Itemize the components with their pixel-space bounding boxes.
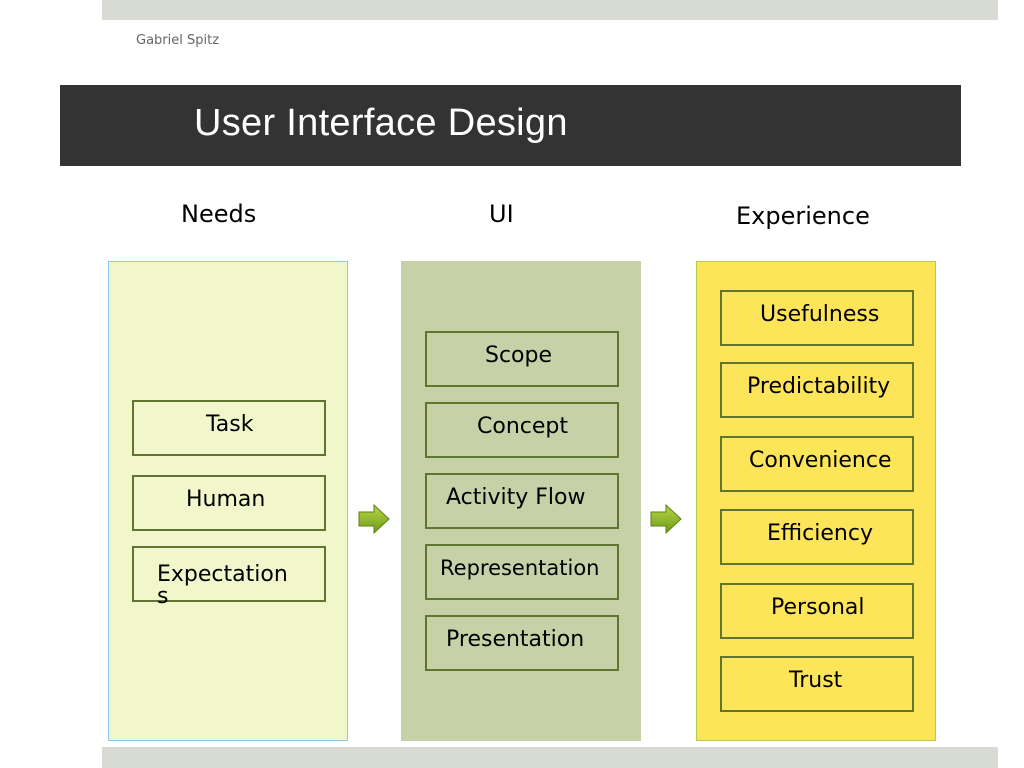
ui-column (401, 261, 641, 741)
experience-item-usefulness: Usefulness (720, 290, 914, 346)
ui-item-concept: Concept (425, 402, 619, 458)
ui-item-label: Representation (440, 556, 600, 580)
ui-item-label: Scope (485, 343, 553, 368)
needs-item-expectations: Expectation s (132, 546, 326, 609)
ui-item-activity-flow: Activity Flow (425, 473, 619, 529)
slide-title: User Interface Design (194, 102, 568, 144)
experience-column (696, 261, 936, 741)
needs-header: Needs (181, 200, 257, 228)
experience-item-label: Personal (771, 595, 865, 620)
top-accent-bar (102, 0, 998, 20)
needs-item-human: Human (132, 475, 326, 531)
ui-item-presentation: Presentation (425, 615, 619, 671)
right-arrow-icon (358, 503, 390, 535)
experience-item-label: Usefulness (760, 302, 880, 327)
author-label: Gabriel Spitz (136, 33, 220, 48)
ui-item-label: Activity Flow (446, 485, 586, 510)
right-arrow-icon (650, 503, 682, 535)
needs-column (108, 261, 348, 741)
ui-item-label: Concept (477, 414, 568, 439)
ui-item-representation: Representation (425, 544, 619, 600)
experience-item-label: Convenience (749, 448, 892, 473)
needs-item-label: Human (186, 487, 266, 512)
needs-item-label: Task (206, 412, 254, 437)
experience-item-label: Efficiency (767, 521, 873, 546)
bottom-accent-bar (102, 747, 998, 768)
experience-item-personal: Personal (720, 583, 914, 639)
ui-item-label: Presentation (446, 627, 585, 652)
experience-item-efficiency: Efficiency (720, 509, 914, 565)
experience-item-predictability: Predictability (720, 362, 914, 418)
experience-item-trust: Trust (720, 656, 914, 712)
needs-item-label: Expectation (157, 562, 288, 587)
experience-item-label: Predictability (747, 374, 891, 399)
ui-header: UI (489, 200, 514, 228)
experience-item-label: Trust (789, 668, 843, 693)
experience-header: Experience (736, 202, 870, 230)
needs-item-task: Task (132, 400, 326, 456)
ui-item-scope: Scope (425, 331, 619, 387)
experience-item-convenience: Convenience (720, 436, 914, 492)
title-band (60, 85, 961, 166)
needs-item-label-wrap: s (157, 584, 169, 609)
